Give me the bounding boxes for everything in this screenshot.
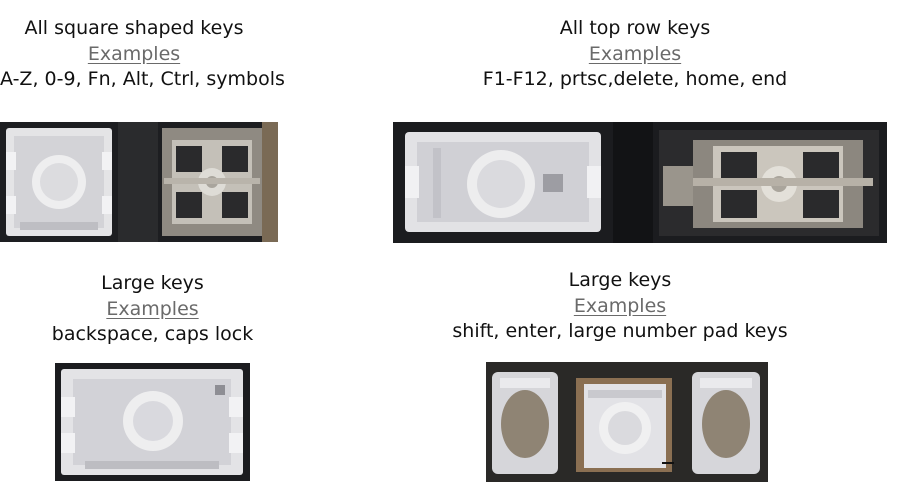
caption-large-keys-shift: Large keys Examples shift, enter, large … [440, 268, 800, 345]
caption-square-keys: All square shaped keys Examples A-Z, 0-9… [0, 16, 285, 93]
group-title-top-row-keys: All top row keys [559, 17, 711, 39]
group-title-square-keys: All square shaped keys [24, 17, 244, 39]
group-title-large-keys-shift: Large keys [568, 269, 672, 291]
examples-link-top-row-keys[interactable]: Examples [588, 42, 682, 65]
group-description-square-keys: A-Z, 0-9, Fn, Alt, Ctrl, symbols [0, 68, 285, 90]
examples-link-large-keys-shift[interactable]: Examples [573, 294, 667, 317]
square-key-retainer-photo [0, 122, 278, 242]
group-description-large-keys-backspace: backspace, caps lock [51, 323, 254, 345]
large-key-retainer-photo-shift [486, 362, 768, 482]
group-title-large-keys-backspace: Large keys [101, 272, 204, 294]
group-description-top-row-keys: F1-F12, prtsc,delete, home, end [482, 68, 788, 90]
examples-link-square-keys[interactable]: Examples [87, 42, 181, 65]
group-description-large-keys-shift: shift, enter, large number pad keys [452, 320, 788, 342]
top-row-key-retainer-photo [393, 122, 887, 243]
large-key-retainer-photo-backspace [55, 363, 250, 481]
caption-large-keys-backspace: Large keys Examples backspace, caps lock [40, 271, 265, 348]
examples-link-large-keys-backspace[interactable]: Examples [106, 297, 199, 320]
caption-top-row-keys: All top row keys Examples F1-F12, prtsc,… [440, 16, 830, 93]
